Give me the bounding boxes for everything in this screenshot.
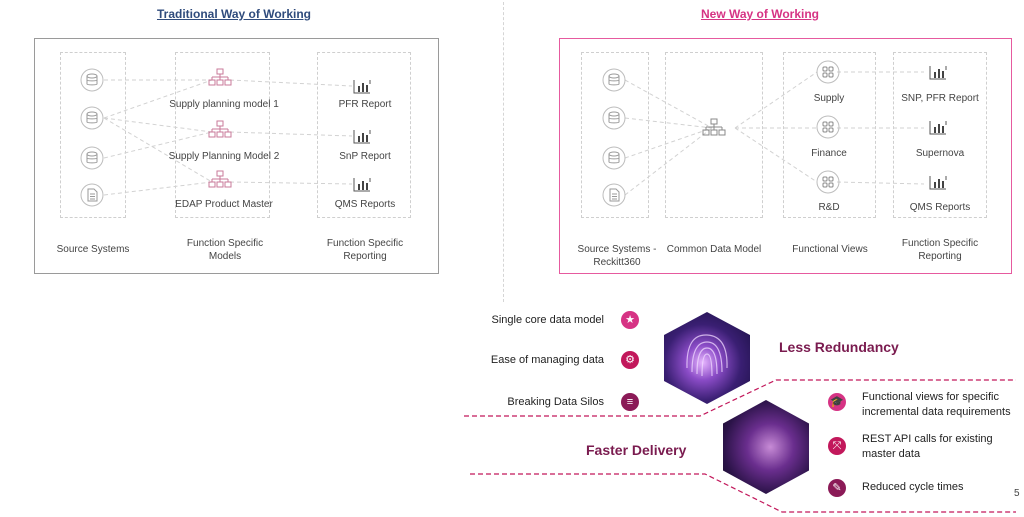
- left-models-column: [175, 52, 270, 218]
- grid-view-icon: [816, 115, 840, 139]
- bar-chart-report-icon: [929, 176, 947, 190]
- view-label: R&D: [818, 202, 840, 213]
- benefit-label: Reduced cycle times: [862, 481, 964, 493]
- page-number: 5: [1014, 488, 1020, 499]
- hierarchy-icon: [208, 170, 232, 188]
- database-icon: [602, 68, 626, 92]
- footer-label: Function Specific Reporting: [901, 238, 979, 262]
- faster-delivery-heading: Faster Delivery: [586, 442, 687, 458]
- report-label: Supernova: [915, 148, 965, 159]
- left-title: Traditional Way of Working: [156, 7, 311, 21]
- gear-icon: ⚙: [621, 351, 639, 369]
- benefit-label: REST API calls for existing master data: [862, 433, 993, 460]
- model-label: Supply planning model 1: [169, 99, 279, 110]
- model-label: Supply Planning Model 2: [168, 151, 280, 162]
- grid-view-icon: [816, 60, 840, 84]
- expand-arrows-icon: ⤧: [828, 437, 846, 455]
- footer-label: Common Data Model: [666, 244, 762, 255]
- hierarchy-icon: [702, 118, 726, 136]
- fingerprint-icon: [686, 334, 728, 377]
- traditional-panel: [34, 38, 439, 274]
- hierarchy-icon: [208, 68, 232, 86]
- footer-label: Function Specific Models: [186, 238, 264, 262]
- center-divider: [503, 2, 504, 302]
- hierarchy-icon: [208, 120, 232, 138]
- bar-chart-report-icon: [353, 178, 371, 192]
- database-icon: [80, 146, 104, 170]
- graduation-cap-icon: 🎓: [828, 393, 846, 411]
- bar-chart-report-icon: [929, 121, 947, 135]
- report-label: QMS Reports: [909, 202, 971, 213]
- right-connector-lines: [624, 71, 925, 196]
- footer-label: Source Systems: [56, 244, 130, 255]
- left-source-column: [60, 52, 126, 218]
- right-views-column: [783, 52, 876, 218]
- bar-chart-report-icon: [929, 66, 947, 80]
- benefit-label: Functional views for specific incrementa…: [862, 391, 1011, 418]
- less-redundancy-heading: Less Redundancy: [779, 339, 899, 355]
- footer-label: Functional Views: [792, 244, 868, 255]
- footer-label: Function Specific Reporting: [326, 238, 404, 262]
- document-icon: [80, 183, 104, 207]
- model-label: EDAP Product Master: [175, 199, 273, 210]
- report-label: SnP Report: [339, 151, 391, 162]
- report-label: SNP, PFR Report: [901, 93, 979, 104]
- new-way-panel: [559, 38, 1012, 274]
- view-label: Finance: [811, 148, 847, 159]
- benefit-label: Breaking Data Silos: [507, 396, 604, 408]
- star-icon: ★: [621, 311, 639, 329]
- document-icon: [602, 183, 626, 207]
- report-label: PFR Report: [338, 99, 392, 110]
- database-icon: [602, 106, 626, 130]
- benefit-label: Ease of managing data: [490, 354, 604, 366]
- left-connector-lines: [103, 79, 353, 196]
- bar-chart-report-icon: [353, 130, 371, 144]
- right-model-column: [665, 52, 763, 218]
- database-icon: [80, 68, 104, 92]
- list-icon: ≡: [621, 393, 639, 411]
- bar-chart-report-icon: [353, 80, 371, 94]
- view-label: Supply: [813, 93, 845, 104]
- pen-icon: ✎: [828, 479, 846, 497]
- database-icon: [602, 146, 626, 170]
- benefit-label: Single core data model: [491, 314, 604, 326]
- database-icon: [80, 106, 104, 130]
- right-reporting-column: [893, 52, 987, 218]
- grid-view-icon: [816, 170, 840, 194]
- footer-label: Source Systems - Reckitt360: [577, 244, 657, 268]
- report-label: QMS Reports: [334, 199, 396, 210]
- right-title: New Way of Working: [700, 7, 819, 21]
- right-source-column: [581, 52, 649, 218]
